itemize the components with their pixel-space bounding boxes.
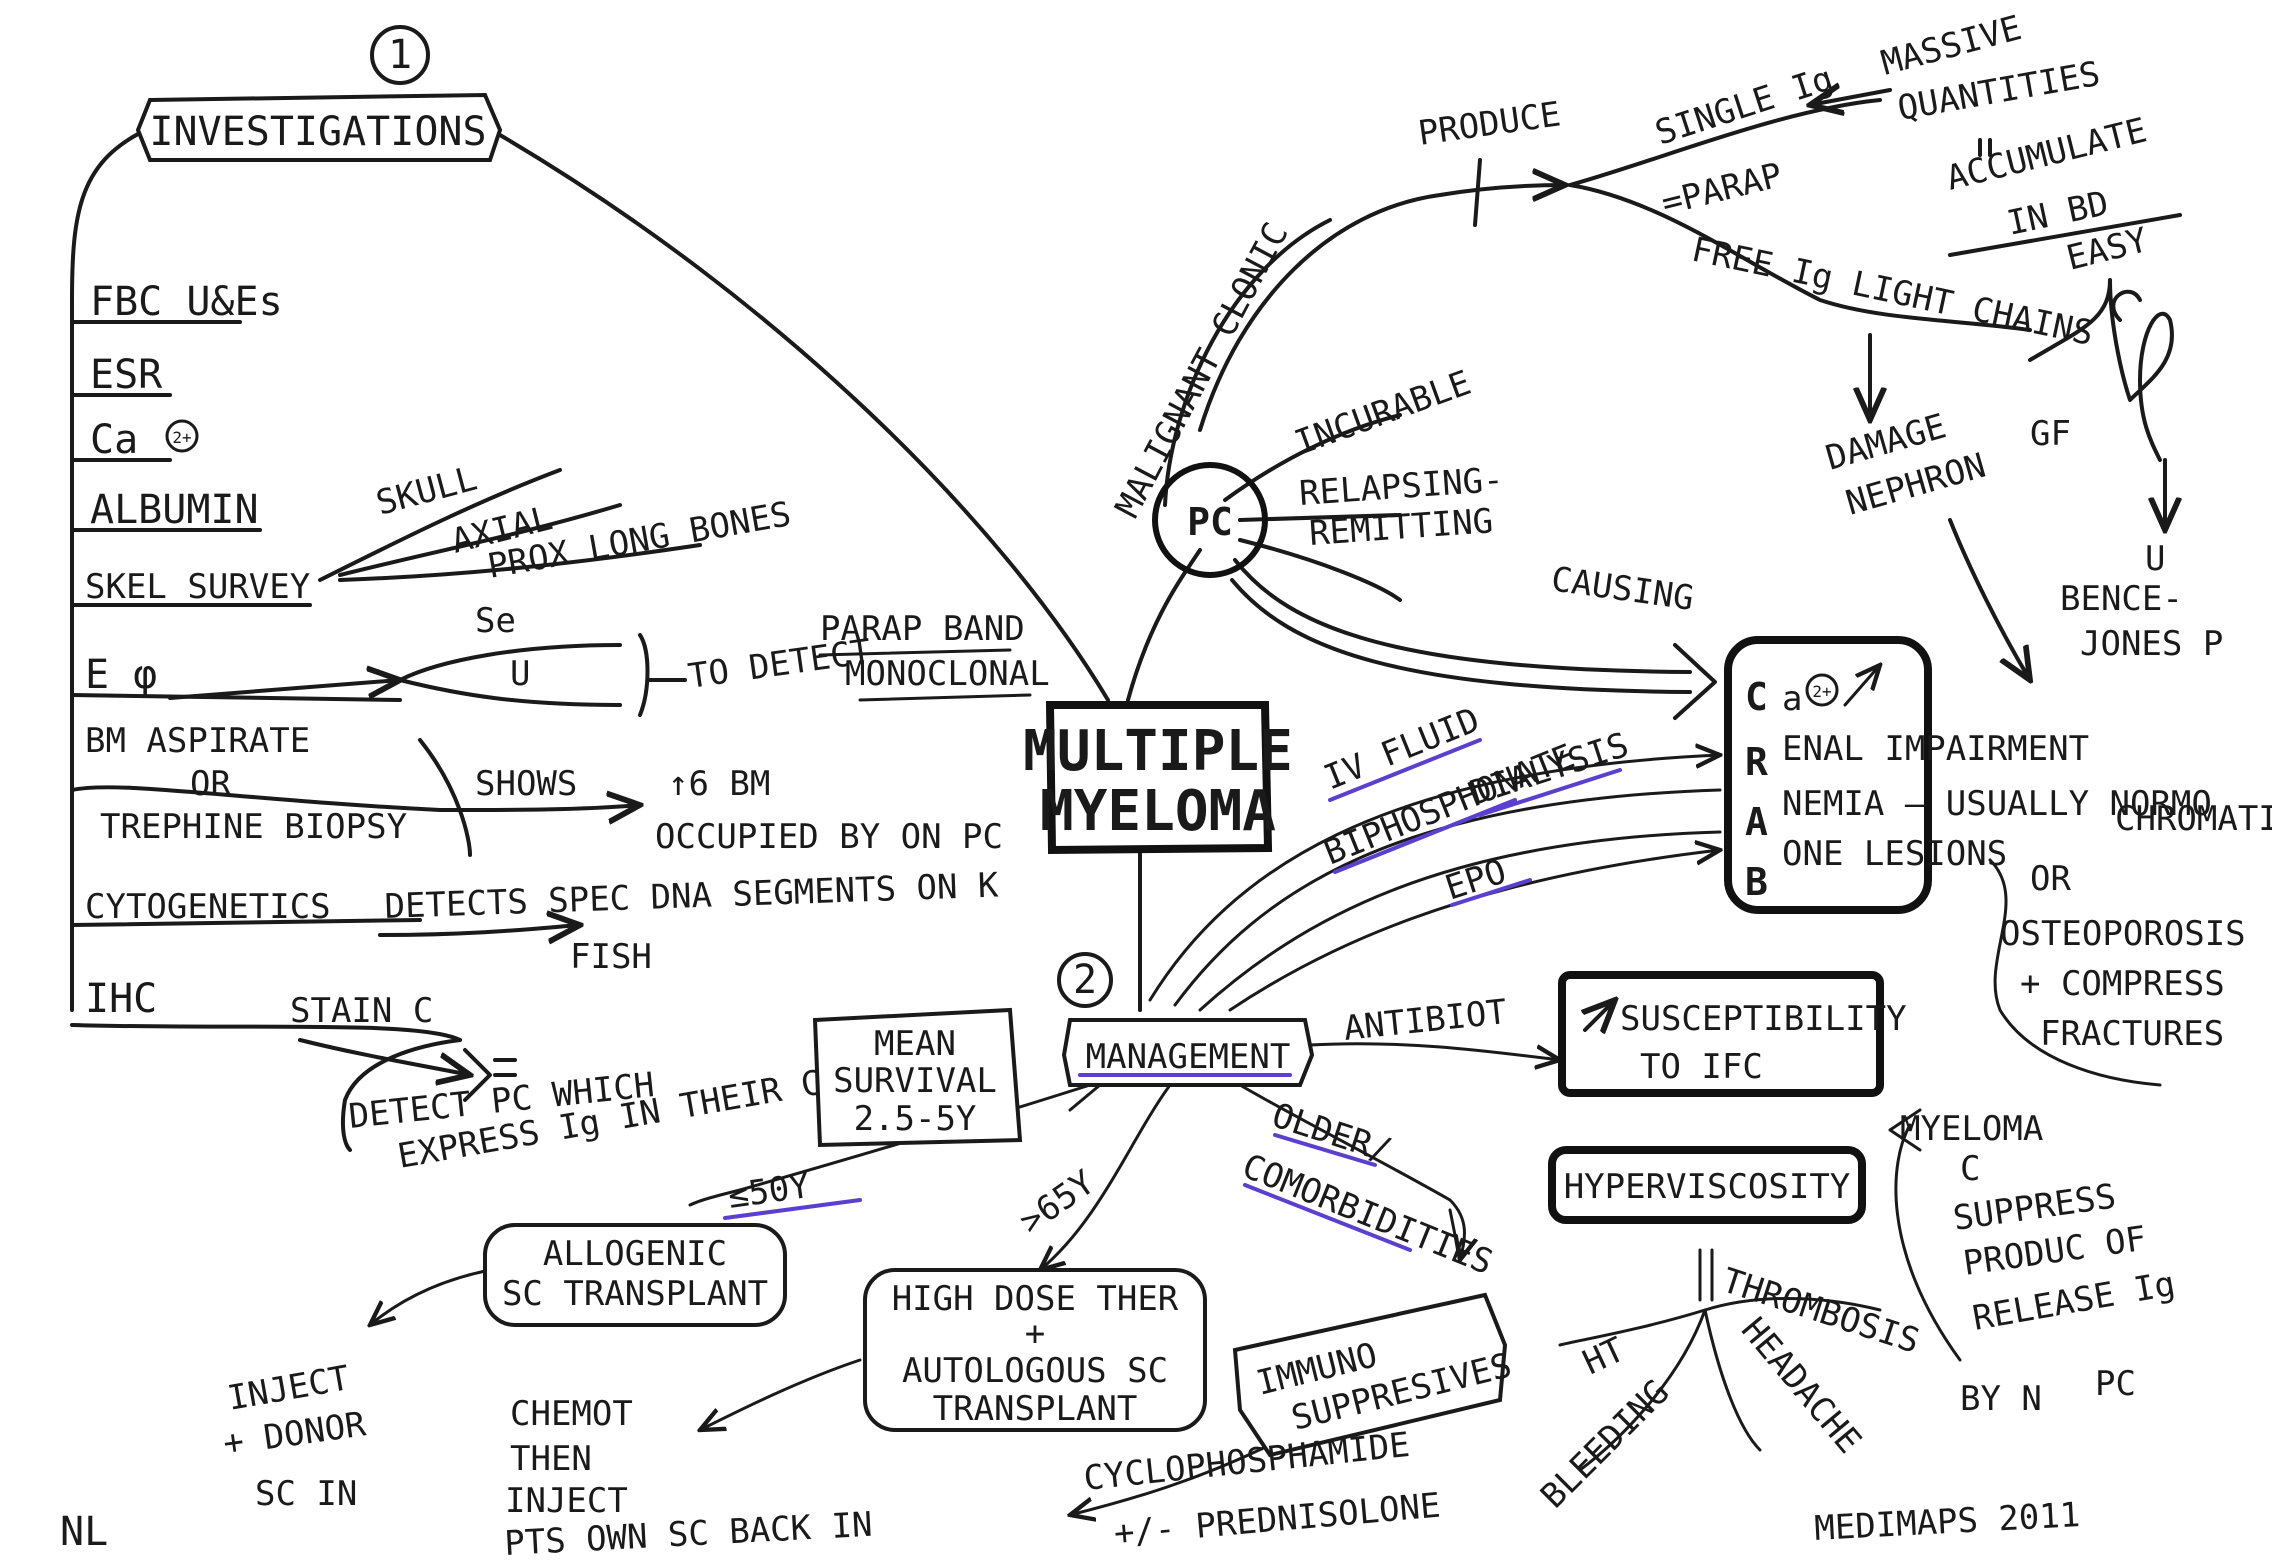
item-bm-3: TREPHINE BIOPSY [100,807,407,847]
item-ca-sup: 2+ [172,428,191,447]
crab-or: OR [2030,859,2071,899]
crab-r: R [1745,740,1768,784]
high-dose-4: TRANSPLANT [933,1389,1138,1429]
management-heading: MANAGEMENT [1086,1037,1291,1077]
hyperviscosity-branch: HYPERVISCOSITY HT THROMBOSIS BLEEDING HE… [1533,1109,2178,1516]
crab-c: C [1745,675,1768,719]
crab-c-sup: 2+ [1812,682,1831,701]
investigations-branch: 1 INVESTIGATIONS FBC U&Es ESR Ca 2+ ALBU… [85,25,1050,1177]
item-skel: SKEL SURVEY [85,567,310,607]
crab-c-rest: a [1782,679,1802,719]
cyto-detail: DETECTS SPEC DNA SEGMENTS ON K [384,866,1000,927]
hv-myeloma-6: BY N [1960,1379,2042,1419]
crab-a-cont: CHROMATIC [2115,799,2272,839]
item-ep: E φ [85,652,157,698]
chemo-2: THEN [510,1439,592,1479]
chemo-3: INJECT [505,1481,628,1521]
treat-antibiot: ANTIBIOT [1342,992,1509,1049]
crab-a-rest: NEMIA — USUALLY NORMO [1782,784,2212,824]
item-albumin: ALBUMIN [90,487,259,533]
mean-2: SURVIVAL [833,1061,997,1101]
hv-myeloma-2: C [1960,1149,1980,1189]
pc-bence-2: JONES P [2080,624,2223,664]
pc-free-chains: FREE Ig LIGHT CHAINS [1688,230,2097,354]
crab-osteo-2: + COMPRESS [2020,964,2225,1004]
ep-u: U [510,654,530,694]
over-65: >65Y [1012,1163,1102,1243]
initials: NL [60,1509,108,1555]
pc-causing: CAUSING [1549,559,1696,619]
pc-accumulate-1: ACCUMULATE [1943,110,2151,198]
crab-osteo-1: OSTEOPOROSIS [2000,914,2246,954]
central-topic: MULTIPLE MYELOMA [1023,701,1293,855]
management-branch: 2 MANAGEMENT MEAN SURVIVAL 2.5-5Y ≤50Y A… [221,952,1516,1561]
pc-branch: PC MALIGNANT CLONIC INCURABLE RELAPSING-… [1108,8,2224,664]
item-fbc: FBC U&Es [90,279,283,325]
title-line-2: MYELOMA [1040,779,1276,844]
bm-occupied-2: OCCUPIED BY ON PC [655,817,1003,857]
pc-u: U [2145,539,2165,579]
item-cyto: CYTOGENETICS [85,887,331,927]
hv-bleeding: BLEEDING [1533,1372,1677,1516]
ihc-stain: STAIN C [290,991,433,1031]
susceptibility-line-1: SUSCEPTIBILITY [1620,999,1907,1039]
prednisolone: +/- PREDNISOLONE [1112,1486,1442,1554]
inject-3: SC IN [255,1474,357,1514]
investigations-heading: INVESTIGATIONS [149,109,486,155]
hv-myeloma-7: PC [2095,1364,2136,1404]
item-bm-2: OR [190,764,231,804]
mean-1: MEAN [874,1024,956,1064]
item-esr: ESR [90,352,163,398]
item-ihc: IHC [85,976,157,1022]
susceptibility-box: SUSCEPTIBILITY TO IFC [1558,971,1907,1097]
ep-parap-band: PARAP BAND [820,609,1025,649]
item-bm-1: BM ASPIRATE [85,721,310,761]
crab-box: C a 2+ R ENAL IMPAIRMENT A NEMIA — USUAL… [1724,636,2272,1054]
pc-incurable: INCURABLE [1289,363,1476,464]
footer-credit: MEDIMAPS 2011 [1813,1495,2081,1549]
pc-parap: =PARAP [1658,155,1787,224]
allogenic-1: ALLOGENIC [543,1234,727,1274]
bm-shows: SHOWS [475,764,577,804]
connector-lines [70,90,2180,1515]
crab-r-rest: ENAL IMPAIRMENT [1782,729,2089,769]
item-ca: Ca [90,417,138,463]
cyto-fish: FISH [570,937,652,977]
pc-malignant: MALIGNANT CLONIC [1108,216,1297,524]
pc-gf: GF [2030,414,2071,454]
chemo-1: CHEMOT [510,1394,633,1434]
treat-dialysis: DIALYSIS [1465,725,1633,814]
pc-bence-1: BENCE- [2060,579,2183,619]
high-dose-3: AUTOLOGOUS SC [902,1351,1168,1391]
mean-3: 2.5-5Y [854,1099,977,1139]
crab-osteo-3: FRACTURES [2040,1014,2224,1054]
management-number: 2 [1073,957,1097,1003]
allogenic-2: SC TRANSPLANT [502,1274,768,1314]
ep-se: Se [475,601,516,641]
crab-b: B [1745,860,1768,904]
pc-produce: PRODUCE [1416,94,1563,154]
credits: NL MEDIMAPS 2011 [60,1495,2081,1555]
high-dose-2: + [1025,1314,1045,1354]
skel-skull: SKULL [372,459,481,524]
susceptibility-line-2: TO IFC [1640,1047,1763,1087]
crab-a: A [1745,800,1768,844]
hv-ht: HT [1577,1330,1631,1384]
investigations-number: 1 [388,32,412,78]
pc-node: PC [1187,500,1233,544]
hv-myeloma-1: MYELOMA [1900,1109,2043,1149]
title-line-1: MULTIPLE [1023,719,1293,784]
bm-occupied-1: ↑6 BM [668,764,770,804]
cyclo: CYCLOPHOSPHAMIDE [1082,1425,1412,1499]
high-dose-1: HIGH DOSE THER [892,1279,1179,1319]
crab-b-rest: ONE LESIONS [1782,834,2007,874]
hyperviscosity-label: HYPERVISCOSITY [1564,1167,1851,1207]
treat-epo: EPO [1440,852,1511,909]
ep-monoclonal: MONOCLONAL [845,654,1050,694]
